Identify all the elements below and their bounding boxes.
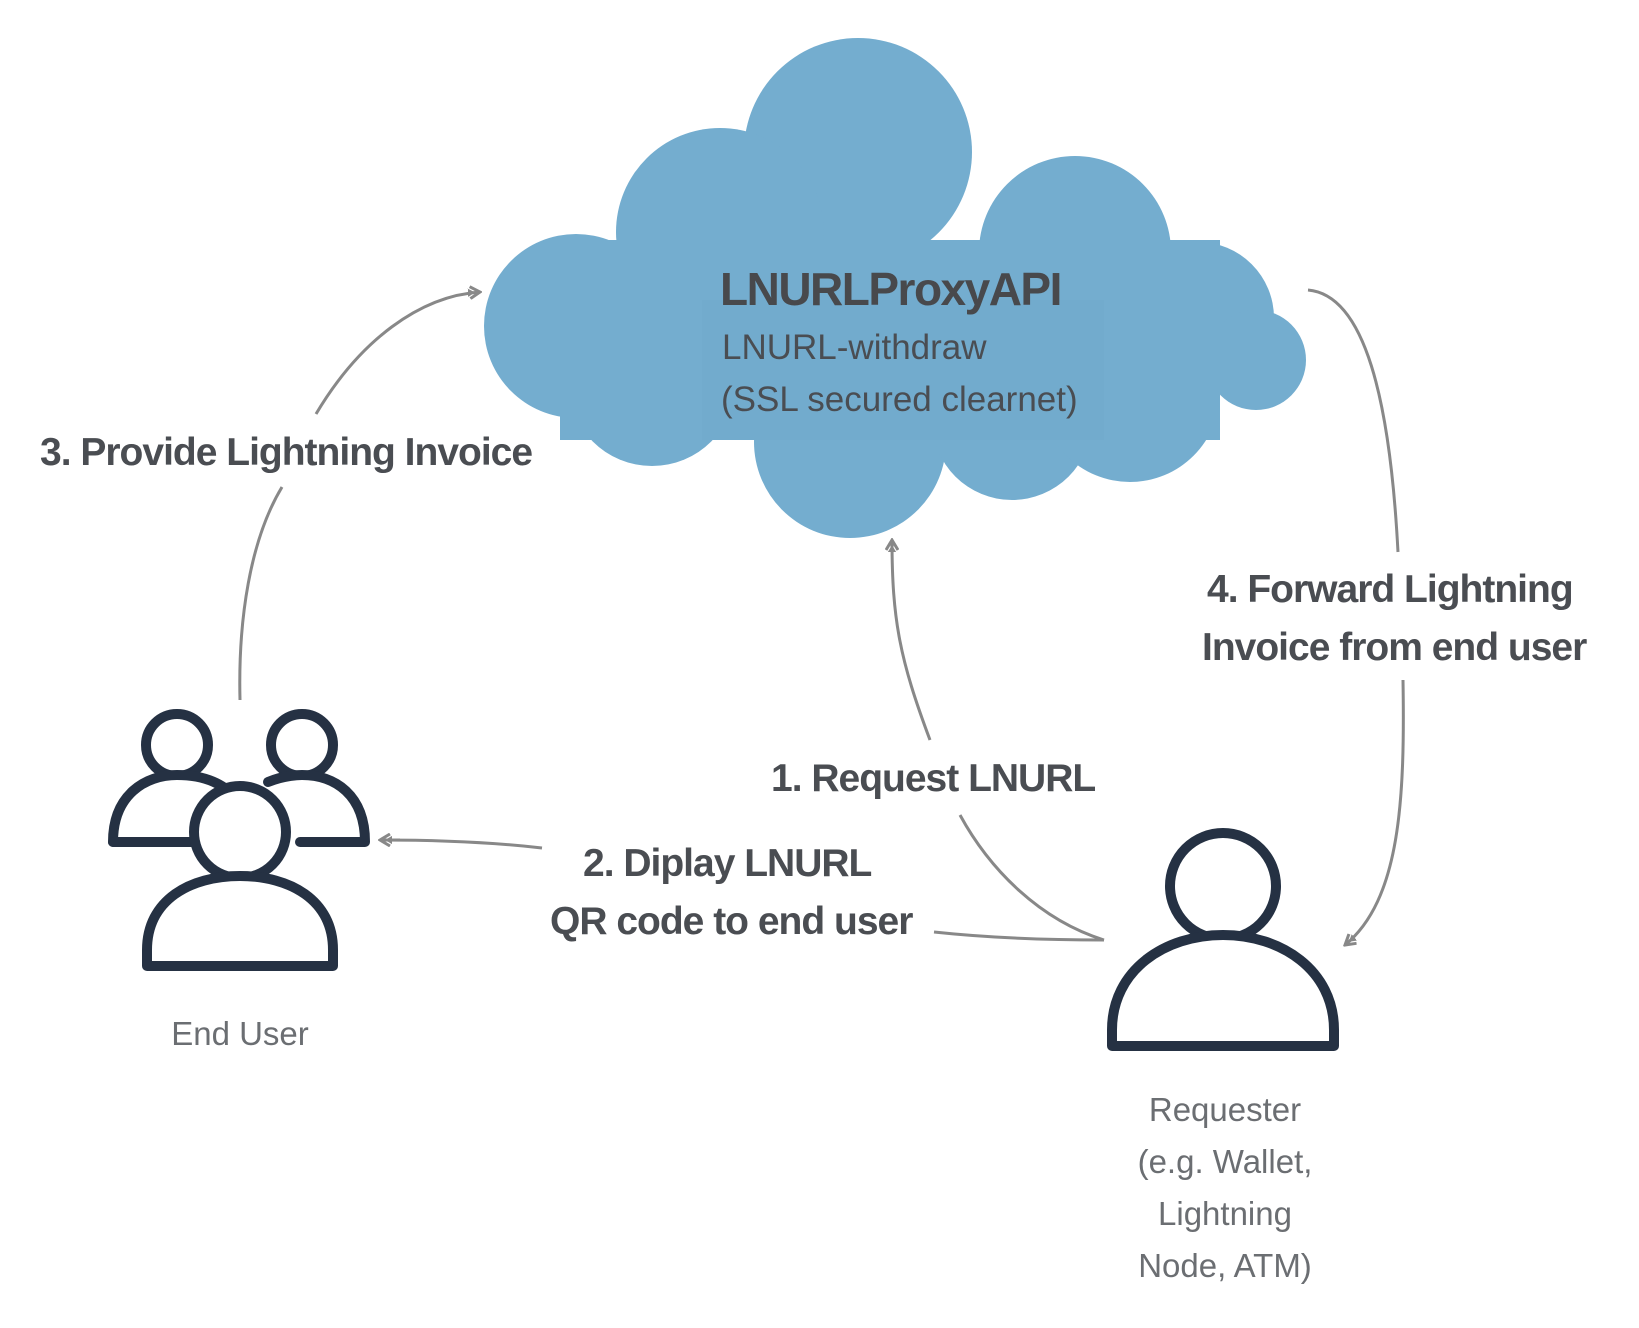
cloud-subtitle-line2: (SSL secured clearnet): [721, 380, 1078, 419]
arrow-step1: [892, 540, 1105, 942]
requester-label: Requester (e.g. Wallet, Lightning Node, …: [1075, 1084, 1375, 1293]
step3-label: 3. Provide Lightning Invoice: [40, 431, 533, 474]
step2-label-line1: 2. Diplay LNURL: [583, 842, 872, 885]
cloud-text-box: [702, 300, 1104, 440]
arrow-step2: [379, 838, 1105, 942]
end-user-label: End User: [171, 1015, 309, 1052]
step2-label-line2: QR code to end user: [550, 900, 913, 943]
arrow-step3: [238, 292, 480, 701]
requester-label-line: Lightning: [1158, 1195, 1292, 1233]
requester-label-line: Node, ATM): [1138, 1247, 1312, 1285]
requester-label-line: (e.g. Wallet,: [1137, 1143, 1313, 1181]
cloud-subtitle-line1: LNURL-withdraw: [722, 328, 987, 367]
group-of-users-icon: [108, 709, 370, 971]
step4-label-line2: Invoice from end user: [1202, 626, 1587, 669]
step1-label: 1. Request LNURL: [771, 757, 1096, 800]
step4-label-line1: 4. Forward Lightning: [1207, 568, 1574, 611]
requester-label-line: Requester: [1148, 1091, 1302, 1128]
single-user-icon: [1107, 828, 1339, 1051]
arrow-step4: [1307, 288, 1405, 945]
cloud-shape: [484, 38, 1306, 538]
cloud-title: LNURLProxyAPI: [720, 263, 1062, 315]
